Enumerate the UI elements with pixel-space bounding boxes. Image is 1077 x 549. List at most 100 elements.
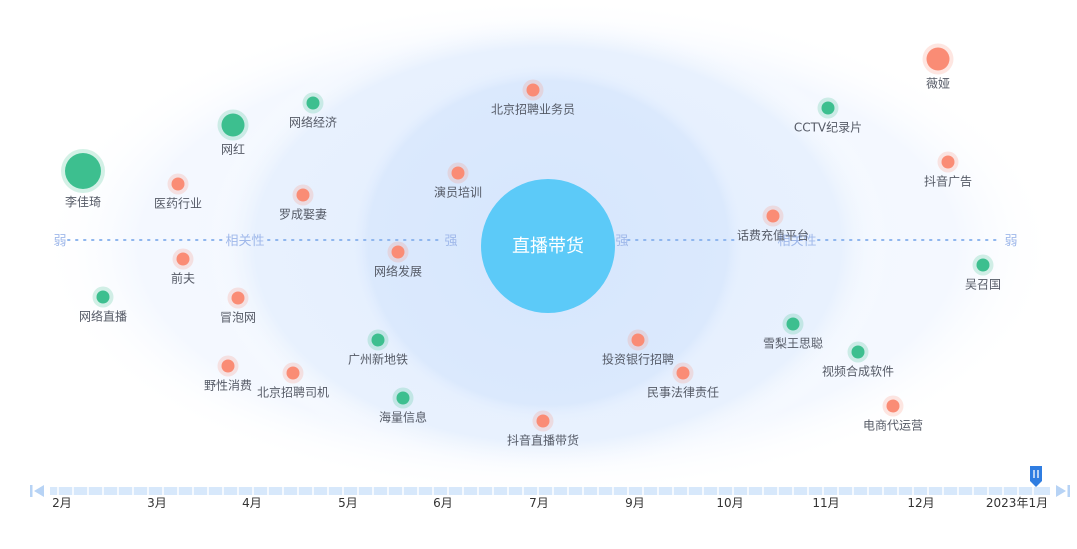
keyword-bubble[interactable]: 雪梨王思聪: [763, 313, 823, 351]
keyword-bubble[interactable]: 海量信息: [379, 387, 427, 425]
keyword-dot[interactable]: [536, 414, 550, 428]
keyword-label: 罗成娶妻: [279, 208, 327, 222]
keyword-bubble[interactable]: 北京招聘业务员: [491, 79, 575, 117]
keyword-bubble[interactable]: 医药行业: [154, 173, 202, 211]
timeline-tick-label: 6月: [433, 496, 453, 510]
timeline-prev-arrow-icon[interactable]: [34, 485, 44, 497]
keyword-label: 北京招聘司机: [257, 386, 329, 400]
keyword-dot[interactable]: [286, 366, 300, 380]
keyword-bubble[interactable]: 民事法律责任: [647, 362, 719, 400]
timeline-next-bar: [1067, 485, 1070, 497]
keyword-label: 吴召国: [965, 278, 1001, 292]
keyword-dot[interactable]: [176, 252, 190, 266]
keyword-dot[interactable]: [171, 177, 185, 191]
keyword-dot[interactable]: [221, 113, 245, 137]
keyword-dot[interactable]: [941, 155, 955, 169]
timeline-tick-label: 12月: [907, 496, 934, 510]
keyword-bubble[interactable]: 网络直播: [79, 286, 127, 324]
keyword-bubble[interactable]: 演员培训: [434, 162, 482, 200]
keyword-dot[interactable]: [96, 290, 110, 304]
timeline-thumb[interactable]: [1030, 466, 1042, 487]
keyword-label: 冒泡网: [220, 311, 256, 325]
keyword-label: 视频合成软件: [822, 364, 894, 379]
relevance-axis: 弱相关性强强相关性弱: [53, 234, 1017, 249]
center-topic: 直播带货: [481, 179, 615, 313]
timeline-track[interactable]: [50, 487, 1050, 495]
keyword-dot[interactable]: [221, 359, 235, 373]
keyword-label: 广州新地铁: [348, 352, 408, 367]
keyword-bubble[interactable]: 北京招聘司机: [257, 362, 329, 400]
keyword-dot[interactable]: [231, 291, 245, 305]
timeline-tick-label: 7月: [529, 496, 549, 510]
timeline-thumb-handle[interactable]: [1030, 466, 1042, 487]
keyword-label: CCTV纪录片: [794, 121, 862, 135]
axis-strong-left: 强: [444, 234, 457, 249]
keyword-bubble[interactable]: 冒泡网: [220, 287, 256, 325]
keyword-dot[interactable]: [296, 188, 310, 202]
keyword-dot[interactable]: [766, 209, 780, 223]
keyword-bubble[interactable]: 抖音直播带货: [507, 410, 579, 448]
keyword-label: 海量信息: [379, 410, 427, 425]
keyword-dot[interactable]: [676, 366, 690, 380]
keyword-bubble[interactable]: 罗成娶妻: [279, 184, 327, 222]
timeline-tick-label: 2023年1月: [986, 496, 1048, 510]
timeline-tick-label: 9月: [625, 496, 645, 510]
axis-strong-right: 强: [615, 234, 628, 249]
keyword-label: 民事法律责任: [647, 386, 719, 400]
axis-relevance-right: 相关性: [777, 234, 816, 249]
keyword-dot[interactable]: [926, 47, 950, 71]
keyword-label: 网红: [221, 142, 245, 157]
keyword-dot[interactable]: [391, 245, 405, 259]
keyword-dot[interactable]: [306, 96, 320, 110]
timeline-tick-label: 3月: [147, 496, 167, 510]
timeline-next-arrow-icon[interactable]: [1056, 485, 1066, 497]
keyword-dot[interactable]: [886, 399, 900, 413]
keyword-label: 投资银行招聘: [602, 352, 674, 367]
keyword-dot[interactable]: [851, 345, 865, 359]
keyword-dot[interactable]: [371, 333, 385, 347]
keyword-bubble[interactable]: 吴召国: [965, 254, 1001, 292]
keyword-label: 薇娅: [926, 77, 950, 91]
keyword-bubble[interactable]: 投资银行招聘: [602, 329, 674, 367]
keyword-bubble[interactable]: 野性消费: [204, 355, 252, 393]
keyword-bubble[interactable]: 话费充值平台: [737, 205, 809, 243]
timeline-tick-label: 4月: [242, 496, 262, 510]
keyword-bubble[interactable]: 广州新地铁: [348, 329, 408, 367]
keyword-dot[interactable]: [821, 101, 835, 115]
timeline-tick-label: 11月: [812, 496, 839, 510]
keyword-label: 北京招聘业务员: [491, 102, 575, 117]
keyword-bubble[interactable]: 李佳琦: [61, 149, 105, 209]
keyword-dot[interactable]: [451, 166, 465, 180]
keyword-bubble[interactable]: 前夫: [171, 248, 195, 286]
keyword-dot[interactable]: [526, 83, 540, 97]
keyword-dot[interactable]: [65, 153, 101, 189]
timeline-tick-label: 10月: [716, 496, 743, 510]
keyword-dot[interactable]: [786, 317, 800, 331]
timeline-tick-label: 5月: [338, 496, 358, 510]
keyword-label: 演员培训: [434, 185, 482, 200]
keyword-bubble[interactable]: 视频合成软件: [822, 341, 894, 379]
center-topic-label: 直播带货: [512, 236, 584, 257]
keyword-dot[interactable]: [396, 391, 410, 405]
keyword-label: 抖音直播带货: [507, 433, 579, 448]
axis-relevance-left: 相关性: [225, 234, 264, 249]
keyword-label: 电商代运营: [863, 418, 923, 433]
timeline-prev-bar: [30, 485, 33, 497]
keyword-bubble[interactable]: 电商代运营: [863, 395, 923, 433]
keyword-dot[interactable]: [631, 333, 645, 347]
keyword-bubble[interactable]: 抖音广告: [924, 151, 972, 189]
keyword-label: 李佳琦: [65, 194, 101, 209]
keyword-bubble[interactable]: 网络发展: [374, 241, 422, 279]
keyword-bubble[interactable]: 网络经济: [289, 92, 337, 130]
keyword-dot[interactable]: [976, 258, 990, 272]
keyword-bubble[interactable]: 网红: [217, 109, 249, 157]
axis-weak-left: 弱: [53, 234, 66, 249]
keyword-bubble[interactable]: 薇娅: [922, 43, 954, 91]
keyword-label: 网络经济: [289, 115, 337, 130]
keyword-label: 网络直播: [79, 309, 127, 324]
keyword-bubble[interactable]: CCTV纪录片: [794, 97, 862, 135]
keyword-label: 雪梨王思聪: [763, 337, 823, 351]
keyword-label: 前夫: [171, 271, 195, 286]
